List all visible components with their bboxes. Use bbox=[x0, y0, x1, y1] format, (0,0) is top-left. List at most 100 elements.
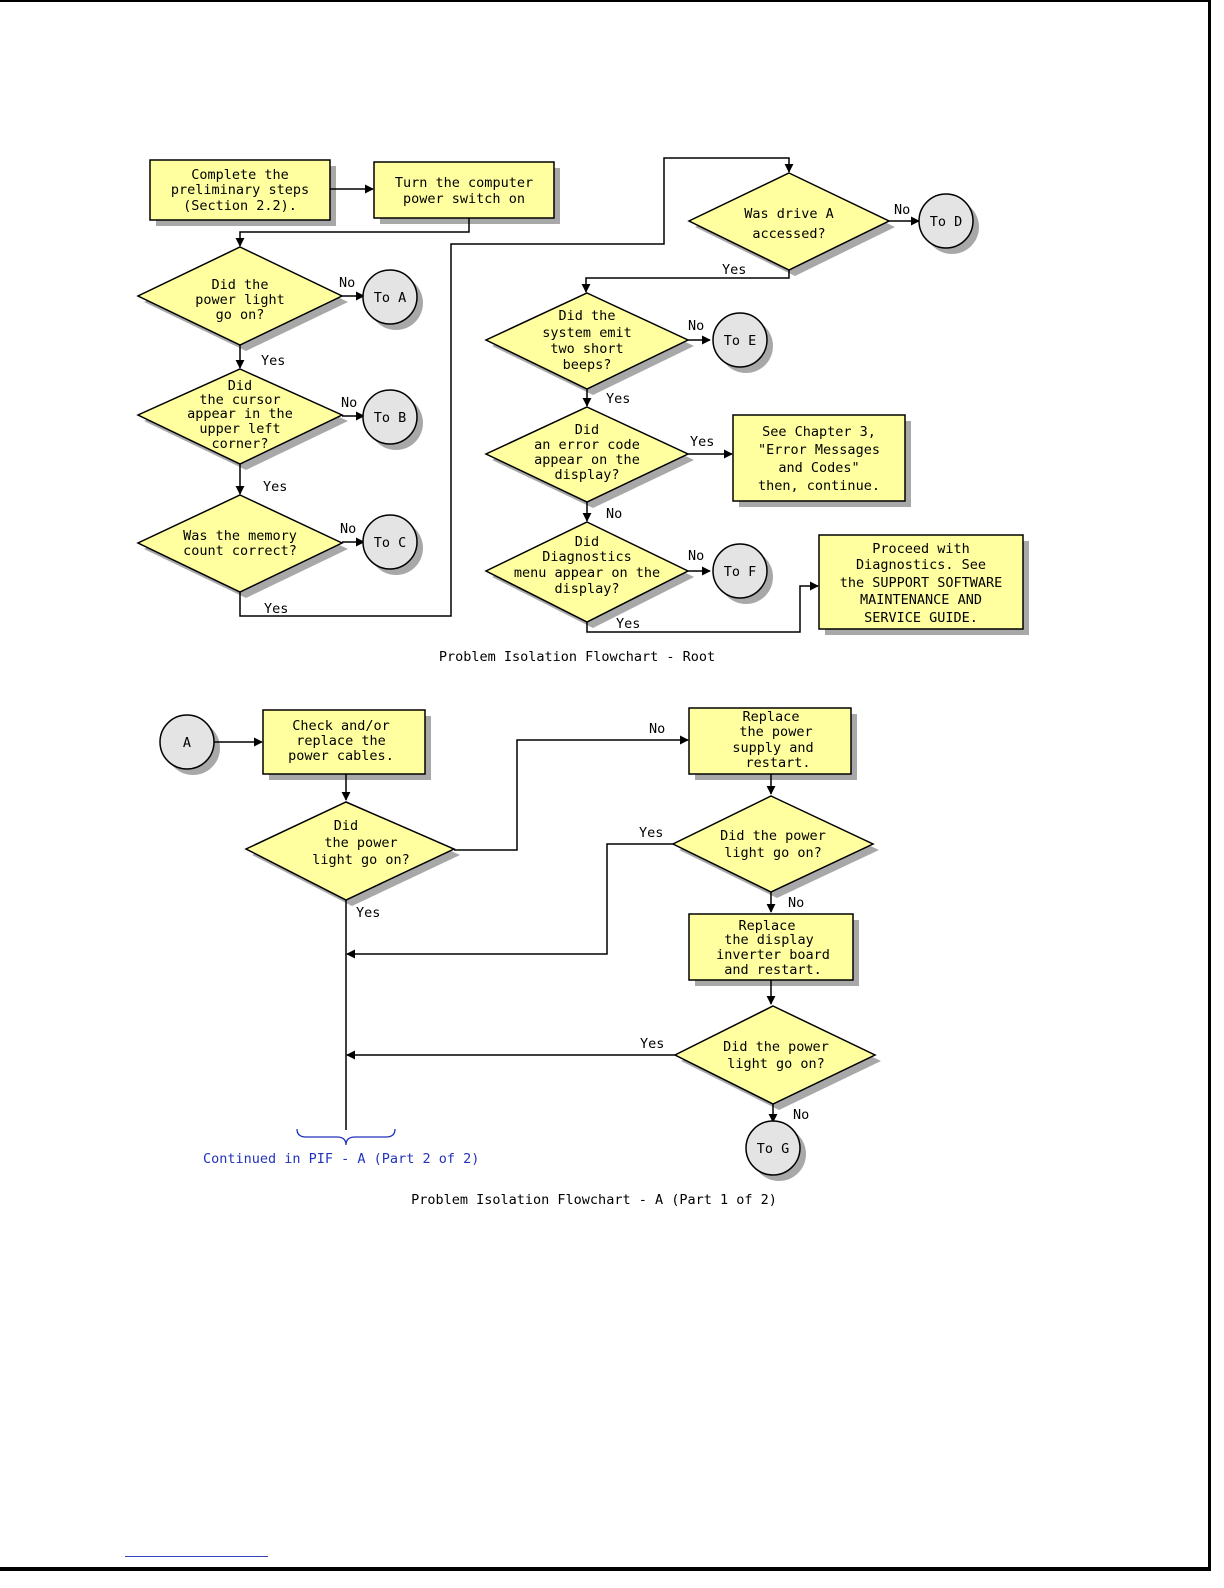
a-q1-line-1: Did bbox=[334, 818, 358, 834]
connector-to-g: To G bbox=[745, 1120, 806, 1181]
label-no-c: No bbox=[340, 521, 356, 537]
supply-box-line-3: supply and bbox=[732, 740, 813, 756]
connector-to-g-label: To G bbox=[757, 1141, 790, 1157]
connector-to-a: To A bbox=[362, 269, 423, 330]
connector-to-d-label: To D bbox=[930, 214, 963, 230]
connector-to-b: To B bbox=[362, 389, 423, 450]
connector-to-e: To E bbox=[712, 312, 773, 373]
connector-start-a: A bbox=[159, 714, 220, 775]
replace-inverter-box: Replace the display inverter board and r… bbox=[688, 913, 859, 986]
decision-memory-line-1: Was the memory bbox=[183, 528, 297, 544]
inverter-box-line-1: Replace bbox=[739, 918, 796, 934]
decision-cursor-line-3: appear in the bbox=[187, 406, 293, 422]
a-q2-line-1: Did the power bbox=[720, 828, 826, 844]
power-switch-line-1: Turn the computer bbox=[395, 175, 533, 191]
connector-start-a-label: A bbox=[183, 735, 191, 751]
decision-cursor-line-4: upper left bbox=[199, 421, 280, 437]
chapter-box-line-2: "Error Messages bbox=[758, 442, 880, 458]
decision-diag-line-3: menu appear on the bbox=[514, 565, 660, 581]
decision-drive-line-2: accessed? bbox=[752, 226, 825, 242]
footer-link-underline[interactable] bbox=[125, 1556, 268, 1557]
decision-diagnostics: Did Diagnostics menu appear on the displ… bbox=[484, 521, 694, 628]
decision-cursor-line-5: corner? bbox=[212, 436, 269, 452]
decision-diag-line-1: Did bbox=[575, 534, 599, 550]
power-switch-line-2: power switch on bbox=[403, 191, 525, 207]
chapter-box-line-3: and Codes" bbox=[778, 460, 859, 476]
decision-power-light-line-3: go on? bbox=[216, 307, 265, 323]
label-yes-7: Yes bbox=[616, 616, 640, 632]
chapter-3-box: See Chapter 3, "Error Messages and Codes… bbox=[732, 414, 911, 507]
decision-a-power-light-1: Did the power light go on? bbox=[244, 801, 460, 906]
a-q3-line-2: light go on? bbox=[727, 1056, 825, 1072]
label-no-d: No bbox=[894, 202, 910, 218]
preliminary-steps-line-2: preliminary steps bbox=[171, 182, 309, 198]
label-no-error: No bbox=[606, 506, 622, 522]
supply-box-line-1: Replace bbox=[743, 709, 800, 725]
diag-box-line-1: Proceed with bbox=[872, 541, 970, 557]
decision-diag-line-4: display? bbox=[554, 581, 619, 597]
preliminary-steps-box: Complete the preliminary steps (Section … bbox=[149, 159, 336, 226]
connector-to-f-label: To F bbox=[724, 564, 757, 580]
part-a-flowchart: A Check and/or replace the power cables.… bbox=[159, 707, 881, 1208]
decision-cursor-line-2: the cursor bbox=[199, 392, 280, 408]
decision-error-line-3: appear on the bbox=[534, 452, 640, 468]
a-q1-line-3: light go on? bbox=[312, 852, 410, 868]
page-border-bottom bbox=[0, 1567, 1211, 1571]
a-q1-line-2: the power bbox=[324, 835, 397, 851]
power-switch-box: Turn the computer power switch on bbox=[373, 161, 560, 224]
decision-memory-line-2: count correct? bbox=[183, 543, 297, 559]
connector-to-a-label: To A bbox=[374, 290, 407, 306]
connector-to-e-label: To E bbox=[724, 333, 757, 349]
cables-box-line-3: power cables. bbox=[288, 748, 394, 764]
decision-memory: Was the memory count correct? bbox=[136, 494, 348, 598]
decision-error-line-2: an error code bbox=[534, 437, 640, 453]
connector-to-c-label: To C bbox=[374, 535, 407, 551]
preliminary-steps-line-3: (Section 2.2). bbox=[183, 198, 297, 214]
chapter-box-line-1: See Chapter 3, bbox=[762, 424, 876, 440]
cables-box-line-1: Check and/or bbox=[292, 718, 390, 734]
diag-box-line-2: Diagnostics. See bbox=[856, 557, 986, 573]
label-yes-1: Yes bbox=[261, 353, 285, 369]
decision-drive-line-1: Was drive A bbox=[744, 206, 833, 222]
supply-box-line-2: the power bbox=[739, 724, 812, 740]
a-q2-line-2: light go on? bbox=[724, 845, 822, 861]
label-a-no-3: No bbox=[793, 1107, 809, 1123]
root-flowchart: Complete the preliminary steps (Section … bbox=[136, 157, 1029, 665]
decision-a-power-light-2: Did the power light go on? bbox=[671, 795, 879, 898]
arrow-diag-yes bbox=[586, 581, 819, 633]
page-border-right bbox=[1208, 0, 1211, 1570]
arrow-memory-yes-to-drive bbox=[239, 157, 794, 617]
connector-to-c: To C bbox=[362, 514, 423, 575]
decision-drive: Was drive A accessed? bbox=[687, 172, 895, 276]
chapter-box-line-4: then, continue. bbox=[758, 478, 880, 494]
label-no-a: No bbox=[339, 275, 355, 291]
connector-to-d: To D bbox=[918, 193, 979, 254]
continued-note: Continued in PIF - A (Part 2 of 2) bbox=[203, 1151, 479, 1167]
label-yes-3: Yes bbox=[264, 601, 288, 617]
label-a-yes-3: Yes bbox=[640, 1036, 664, 1052]
part-a-caption: Problem Isolation Flowchart - A (Part 1 … bbox=[411, 1192, 777, 1208]
connector-to-f: To F bbox=[712, 543, 773, 604]
decision-beeps-line-4: beeps? bbox=[563, 357, 612, 373]
decision-beeps-line-3: two short bbox=[550, 341, 623, 357]
inverter-box-line-3: inverter board bbox=[716, 947, 830, 963]
decision-a-power-light-3: Did the power light go on? bbox=[673, 1005, 881, 1110]
decision-beeps-line-1: Did the bbox=[559, 308, 616, 324]
decision-error-line-1: Did bbox=[575, 422, 599, 438]
cables-box-line-2: replace the bbox=[296, 733, 385, 749]
label-a-no-1: No bbox=[649, 721, 665, 737]
label-a-yes-2: Yes bbox=[639, 825, 663, 841]
arrow-a-q2-yes bbox=[346, 843, 673, 959]
connector-to-b-label: To B bbox=[374, 410, 407, 426]
diag-box-line-5: SERVICE GUIDE. bbox=[864, 610, 978, 626]
continuation-brace bbox=[296, 1128, 396, 1146]
decision-beeps-line-2: system emit bbox=[542, 325, 631, 341]
proceed-diagnostics-box: Proceed with Diagnostics. See the SUPPOR… bbox=[818, 534, 1029, 635]
label-yes-5: Yes bbox=[606, 391, 630, 407]
decision-error-code: Did an error code appear on the display? bbox=[484, 406, 694, 508]
decision-cursor: Did the cursor appear in the upper left … bbox=[136, 368, 348, 470]
decision-diag-line-2: Diagnostics bbox=[542, 549, 631, 565]
label-no-f: No bbox=[688, 548, 704, 564]
